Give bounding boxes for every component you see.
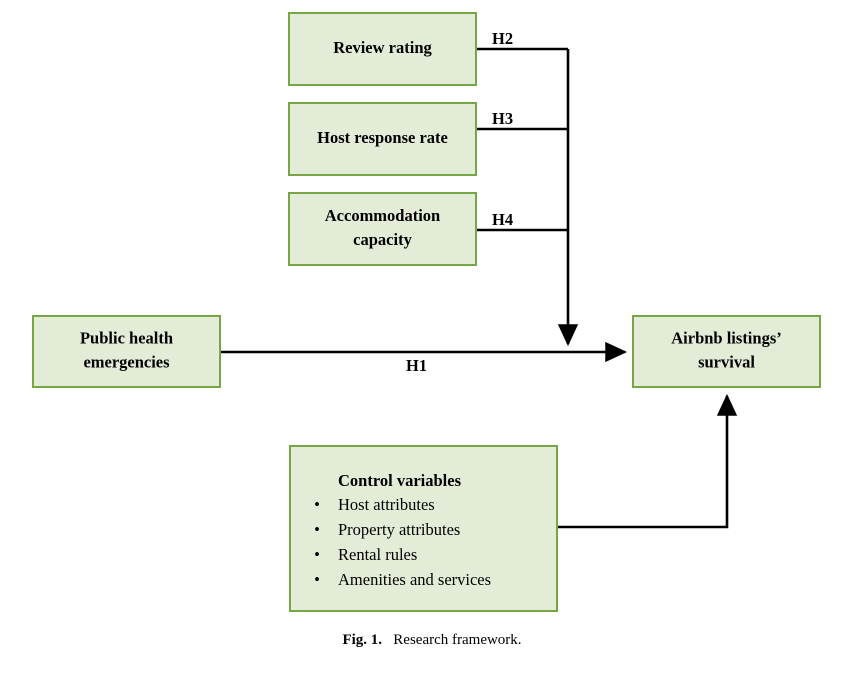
node-host-response-rate-box [288,102,477,176]
node-public-health-emergencies: Public health emergencies [32,315,221,388]
figure-caption: Fig. 1. Research framework. [0,632,864,649]
hypothesis-label-h3: H3 [492,109,513,128]
hypothesis-label-h4: H4 [492,210,513,229]
node-control-variables [289,445,558,612]
node-review-rating: Review rating [288,12,477,86]
control-variables-bullet-icon: • [314,495,320,514]
node-airbnb-listings-survival: Airbnb listings’ survival [632,315,821,388]
hypothesis-label-h1: H1 [406,356,427,375]
control-variables-item: Rental rules [338,545,417,564]
control-variables-bullet-icon: • [314,545,320,564]
node-host-response-rate-label-line-1: Host response rate [317,128,448,147]
node-control-variables-box [289,445,558,612]
node-airbnb-listings-survival-label-line-2: survival [698,352,755,371]
node-airbnb-listings-survival-box [632,315,821,388]
control-variables-item: Property attributes [338,520,460,539]
control-variables-item: Host attributes [338,495,435,514]
node-host-response-rate: Host response rate [288,102,477,176]
node-public-health-emergencies-label-line-1: Public health [80,328,173,347]
control-variables-item: Amenities and services [338,570,491,589]
node-accommodation-capacity-label-line-2: capacity [353,230,412,249]
connectors-layer [220,47,738,529]
node-public-health-emergencies-box [32,315,221,388]
control-variables-title: Control variables [338,471,462,490]
connector-control-variables [557,393,738,529]
node-review-rating-box [288,12,477,86]
node-accommodation-capacity: Accommodation capacity [288,192,477,266]
node-accommodation-capacity-label-line-1: Accommodation [325,206,440,225]
control-variables-bullet-icon: • [314,520,320,539]
control-variables-content: Control variables • Host attributes • Proper… [314,471,491,589]
node-airbnb-listings-survival-label-line-1: Airbnb listings’ [671,328,782,347]
caption-prefix: Fig. 1. [342,632,383,648]
node-review-rating-label-line-1: Review rating [333,38,432,57]
control-variables-bullet-icon: • [314,570,320,589]
node-accommodation-capacity-box [288,192,477,266]
node-public-health-emergencies-label-line-2: emergencies [83,352,170,371]
caption-text: Research framework. [393,632,522,648]
hypothesis-label-h2: H2 [492,29,513,48]
